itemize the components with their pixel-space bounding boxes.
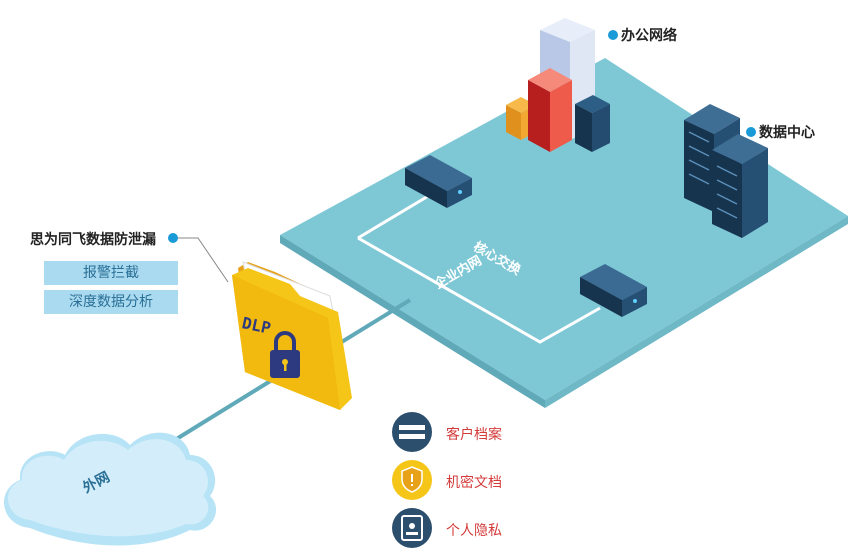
- datacenter-dot-icon: [746, 127, 756, 137]
- cloud-uplink: [168, 378, 274, 445]
- dlp-pointer-line: [174, 237, 229, 283]
- internet-cloud-icon: [3, 432, 217, 546]
- feature-deep-analysis: 深度数据分析: [44, 290, 178, 314]
- legend-personal-privacy: 个人隐私: [446, 523, 502, 539]
- dlp-product-label: 思为同飞数据防泄漏: [30, 232, 156, 248]
- data-center-racks: [684, 104, 768, 238]
- core-switch: [405, 155, 472, 208]
- legend-confidential-docs: 机密文档: [446, 475, 502, 491]
- id-card-icon: [392, 508, 432, 548]
- login-panel-icon: [392, 412, 432, 452]
- dlp-folder-icon: [232, 261, 352, 410]
- office-dot-icon: [608, 30, 618, 40]
- shield-icon: [392, 460, 432, 500]
- data-center-label: 数据中心: [759, 125, 815, 141]
- edge-switch: [580, 264, 647, 317]
- intranet-lines: [357, 193, 601, 344]
- office-buildings: [506, 18, 610, 152]
- dlp-dot-icon: [168, 233, 178, 243]
- feature-alarm-block: 报警拦截: [44, 261, 178, 285]
- office-network-label: 办公网络: [621, 28, 677, 44]
- lock-icon: [270, 331, 300, 378]
- folder-uplink: [338, 298, 412, 345]
- legend-customer-files: 客户档案: [446, 427, 502, 443]
